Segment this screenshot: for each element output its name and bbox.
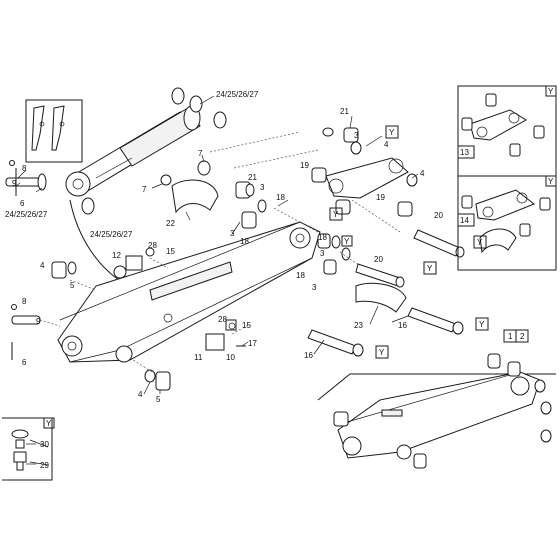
washers-top <box>81 87 227 215</box>
y-box-label: Y <box>548 177 554 186</box>
callout-3: 3 <box>260 183 265 192</box>
variant-number-boxes: 13 14 1 2 <box>457 145 529 343</box>
callout-20: 20 <box>434 211 443 220</box>
y-box-label: Y <box>344 237 350 246</box>
callout-24-25-26-27-left: 24/25/26/27 <box>5 210 48 219</box>
linkage-19 <box>311 127 418 217</box>
callout-15: 15 <box>166 247 175 256</box>
pin-16-right <box>407 307 464 335</box>
callout-20: 20 <box>374 255 383 264</box>
callout-4: 4 <box>420 169 425 178</box>
svg-text:Y: Y <box>389 128 395 137</box>
y-box-label: Y <box>479 320 485 329</box>
callout-3: 3 <box>230 229 235 238</box>
block-12 <box>125 247 155 271</box>
y-box: Y <box>385 125 399 139</box>
callout-6: 6 <box>22 358 27 367</box>
cylinder-detail-inset <box>25 99 83 163</box>
callout-19: 19 <box>376 193 385 202</box>
pin-20-top <box>413 229 465 258</box>
y-box: Y <box>375 345 389 359</box>
variant-2: 2 <box>520 332 525 341</box>
leader-lines <box>15 95 419 466</box>
callout-7: 7 <box>142 185 147 194</box>
pin-20-mid <box>355 263 405 288</box>
callout-16: 16 <box>304 351 313 360</box>
callout-4: 4 <box>40 261 45 270</box>
callout-4: 4 <box>138 390 143 399</box>
y-box-label: Y <box>477 238 483 247</box>
y-box: Y <box>473 235 487 249</box>
bushings-center <box>235 181 351 275</box>
callout-24-25-26-27-top: 24/25/26/27 <box>216 90 259 99</box>
variant-1: 1 <box>508 332 513 341</box>
callout-5: 5 <box>70 281 75 290</box>
callout-4: 4 <box>384 140 389 149</box>
block-11 <box>205 319 246 351</box>
variant-14: 14 <box>460 216 469 225</box>
callout-22: 22 <box>166 219 175 228</box>
callout-9: 9 <box>12 179 17 188</box>
y-box-label: Y <box>379 348 385 357</box>
callout-18: 18 <box>318 233 327 242</box>
y-box: Y <box>43 417 55 429</box>
bracket-23 <box>355 282 407 313</box>
callout-8: 8 <box>22 164 27 173</box>
pin-9-top <box>5 160 47 196</box>
assembly-lines <box>39 131 401 373</box>
y-box-label: Y <box>548 87 554 96</box>
callout-23: 23 <box>354 321 363 330</box>
hydraulic-cylinder <box>65 105 201 197</box>
callout-7: 7 <box>198 149 203 158</box>
callout-11: 11 <box>194 353 203 362</box>
callout-6: 6 <box>20 199 25 208</box>
callout-28: 28 <box>218 315 227 324</box>
callout-3: 3 <box>320 249 325 258</box>
y-box-label: Y <box>427 264 433 273</box>
grease-nipple-inset <box>2 417 53 481</box>
callout-8: 8 <box>22 297 27 306</box>
variant-panel <box>457 85 557 271</box>
variant-13: 13 <box>460 148 469 157</box>
pin-9-mid <box>11 304 41 360</box>
callout-16: 16 <box>398 321 407 330</box>
callout-28: 28 <box>148 241 157 250</box>
callout-18: 18 <box>296 271 305 280</box>
callout-18: 18 <box>240 237 249 246</box>
callout-9: 9 <box>36 317 41 326</box>
y-box: Y <box>341 235 353 247</box>
callout-3: 3 <box>354 131 359 140</box>
callout-17: 17 <box>248 339 257 348</box>
connector-line <box>69 199 123 283</box>
y-box: Y <box>545 85 557 97</box>
bushings-left <box>51 261 77 279</box>
callout-18: 18 <box>276 193 285 202</box>
y-reference-boxes: Y Y Y Y Y Y Y Y Y Y <box>43 85 557 429</box>
callout-30: 30 <box>40 440 49 449</box>
callout-10: 10 <box>226 353 235 362</box>
y-box: Y <box>329 207 343 221</box>
callout-labels: 24/25/26/27 24/25/26/27 24/25/26/27 8 9 … <box>5 90 443 470</box>
callout-19: 19 <box>300 161 309 170</box>
callout-29: 29 <box>40 461 49 470</box>
bracket-22 <box>160 160 219 214</box>
y-box: Y <box>475 317 489 331</box>
alternate-boom-panel <box>317 353 556 469</box>
callout-21: 21 <box>340 107 349 116</box>
callout-5: 5 <box>156 395 161 404</box>
y-box: Y <box>545 175 557 187</box>
y-box-label: Y <box>46 419 52 428</box>
callout-24-25-26-27-mid: 24/25/26/27 <box>90 230 133 239</box>
y-box: Y <box>423 261 437 275</box>
callout-12: 12 <box>112 251 121 260</box>
main-boom <box>57 221 321 363</box>
bushings-bottom <box>144 369 171 391</box>
pin-16-left <box>307 329 364 357</box>
svg-text:Y: Y <box>333 210 339 219</box>
callout-15: 15 <box>242 321 251 330</box>
callout-3: 3 <box>312 283 317 292</box>
callout-21: 21 <box>248 173 257 182</box>
